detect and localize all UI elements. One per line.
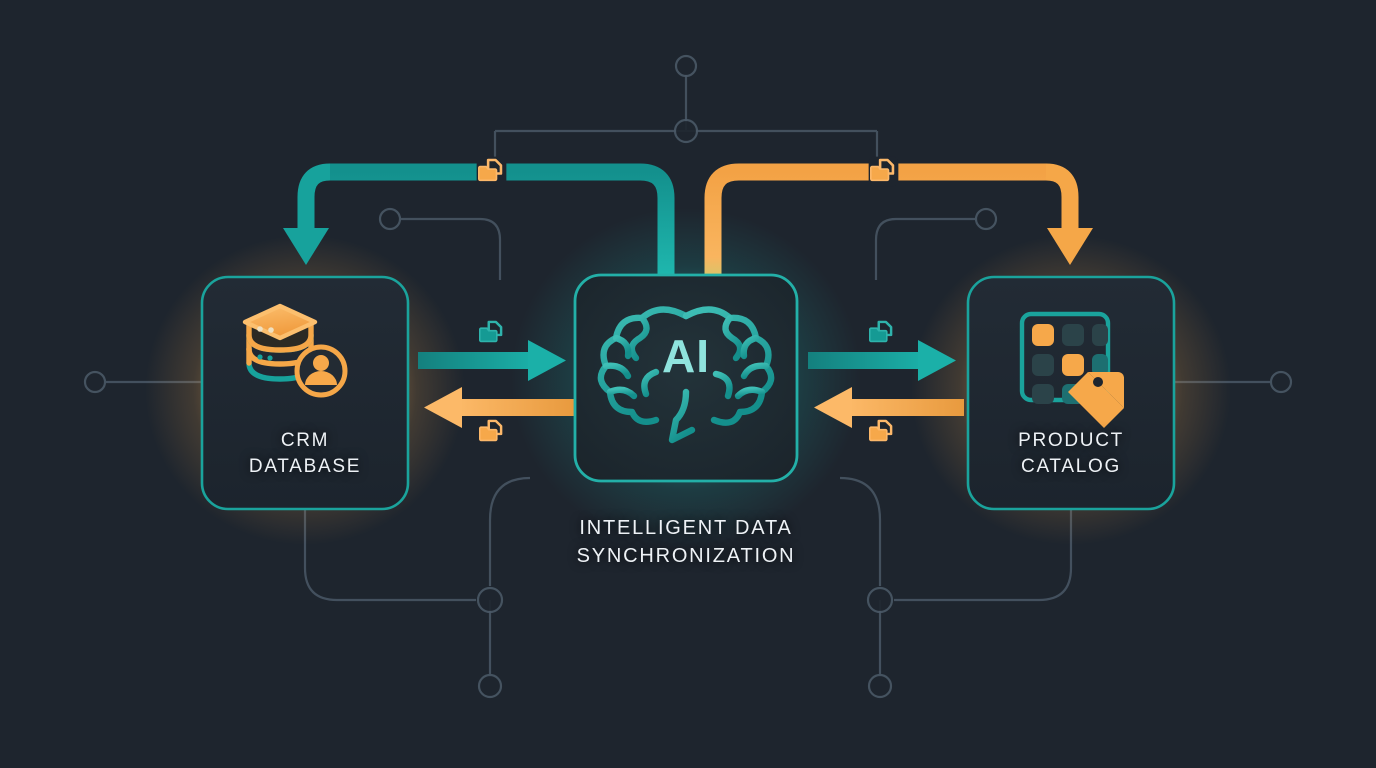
trace-node-bottom-left-end (477, 673, 503, 699)
flow-ai-loop-to-catalog-arrowhead (1047, 228, 1093, 265)
trace-node-bottom-left-junction (476, 586, 504, 614)
trace-node-top-junction (673, 118, 699, 144)
trace-node-top-apex (674, 54, 698, 78)
flow-ai-to-crm (424, 387, 574, 428)
flow-catalog-to-ai (814, 387, 964, 428)
ai-node-card[interactable] (573, 273, 799, 483)
flow-ai-to-catalog-arrowhead (918, 340, 956, 381)
trace-upper-right-branch (874, 217, 975, 280)
trace-node-bottom-right-end (867, 673, 893, 699)
flow-crm-to-ai-shaft (418, 352, 534, 369)
flow-ai-loop-to-crm-elbow (297, 163, 331, 234)
file-copy-icon-loop-right (868, 156, 899, 187)
flow-catalog-to-ai-shaft (848, 399, 964, 416)
trace-node-bottom-right-junction (866, 586, 894, 614)
trace-upper-left-branch (401, 217, 502, 280)
flow-ai-loop-to-crm-arrowhead (283, 228, 329, 265)
ai-brain-icon: AI (597, 306, 775, 444)
flow-catalog-to-ai-arrowhead (814, 387, 852, 428)
flow-crm-to-ai (418, 340, 566, 381)
flow-ai-to-catalog-shaft (808, 352, 924, 369)
node-ai-brain[interactable]: AI (573, 273, 799, 483)
file-copy-icon-ai-to-catalog (868, 320, 893, 343)
flow-ai-loop-to-catalog-pipe (704, 163, 1046, 276)
trace-bottom-left-branch (303, 509, 476, 602)
trace-bottom-left-rise (488, 476, 531, 586)
trace-node-upper-left (378, 207, 402, 231)
flow-ai-to-catalog (808, 340, 956, 381)
product-grid-tag-icon (1019, 311, 1124, 428)
node-product-catalog[interactable] (966, 275, 1176, 511)
trace-bottom-right-branch (894, 509, 1073, 602)
ai-badge-text: AI (662, 330, 710, 382)
trace-bottom-right-rise (839, 476, 882, 586)
file-copy-icon-catalog-to-ai (868, 419, 893, 442)
flow-ai-loop-to-catalog (704, 163, 1093, 276)
flow-ai-loop-to-catalog-elbow (1045, 163, 1079, 234)
flow-crm-to-ai-arrowhead (528, 340, 566, 381)
file-copy-icon-loop-left (476, 156, 507, 187)
file-copy-icon-crm-to-ai (478, 320, 503, 343)
trace-node-left-edge (83, 370, 107, 394)
trace-node-upper-right (974, 207, 998, 231)
flow-ai-loop-to-crm-pipe (330, 163, 675, 276)
flow-ai-to-crm-shaft (458, 399, 574, 416)
file-copy-icon-ai-to-crm (478, 419, 503, 442)
node-crm-database[interactable] (200, 275, 410, 511)
database-user-icon (242, 303, 348, 398)
trace-node-right-edge (1269, 370, 1293, 394)
flow-ai-loop-to-crm (283, 163, 675, 276)
flow-ai-to-crm-arrowhead (424, 387, 462, 428)
crm-node-card[interactable] (200, 275, 410, 511)
